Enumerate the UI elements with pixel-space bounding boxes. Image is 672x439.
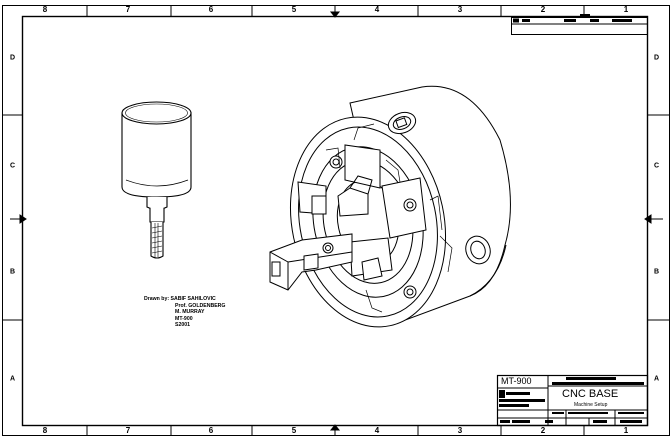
centering-arrow-icon [10,6,663,435]
revision-block [511,14,648,35]
drawing-subtitle: Machine Setup [574,402,608,408]
zone-row-b-left: B [10,268,16,276]
credits-line: MT-900 [175,315,193,322]
zone-col-8-bottom: 8 [42,426,48,435]
credits-line: Prof. GOLDENBERG [175,302,226,309]
credits-line: S2001 [175,322,191,329]
zone-row-c-right: C [654,162,660,170]
zone-col-6-bottom: 6 [208,426,214,435]
drawn-by-line: Drawn by: SABIF SAHILOVIC [144,296,216,302]
zone-row-a-left: A [10,375,16,383]
zone-col-2-bottom: 2 [540,426,546,435]
zone-col-4-top: 4 [374,5,380,14]
drawing-title: CNC BASE [562,388,619,400]
zone-col-8-top: 8 [42,5,48,14]
zone-col-7-top: 7 [125,5,131,14]
zone-row-c-left: C [10,162,16,170]
tool-handle-part [121,101,192,259]
title-block [496,374,649,427]
title-block-bars [499,377,644,423]
zone-col-5-top: 5 [291,5,297,14]
zone-col-6-top: 6 [208,5,214,14]
part-number: MT-900 [501,376,532,386]
zone-row-d-left: D [10,54,16,62]
zone-col-1-bottom: 1 [623,426,629,435]
zone-col-5-bottom: 5 [291,426,297,435]
zone-col-2-top: 2 [540,5,546,14]
zone-ticks [3,6,669,435]
zone-col-1-top: 1 [623,5,629,14]
credits-line: M. MURRAY [175,309,205,316]
chuck-assembly [269,85,511,328]
credits-note: Drawn by: SABIF SAHILOVIC Prof. GOLDENBE… [144,296,225,329]
zone-row-b-right: B [654,268,660,276]
zone-col-4-bottom: 4 [374,426,380,435]
outer-border [2,5,670,436]
zone-row-a-right: A [654,375,660,383]
zone-row-d-right: D [654,54,660,62]
zone-col-7-bottom: 7 [125,426,131,435]
zone-col-3-top: 3 [457,5,463,14]
zone-col-3-bottom: 3 [457,426,463,435]
